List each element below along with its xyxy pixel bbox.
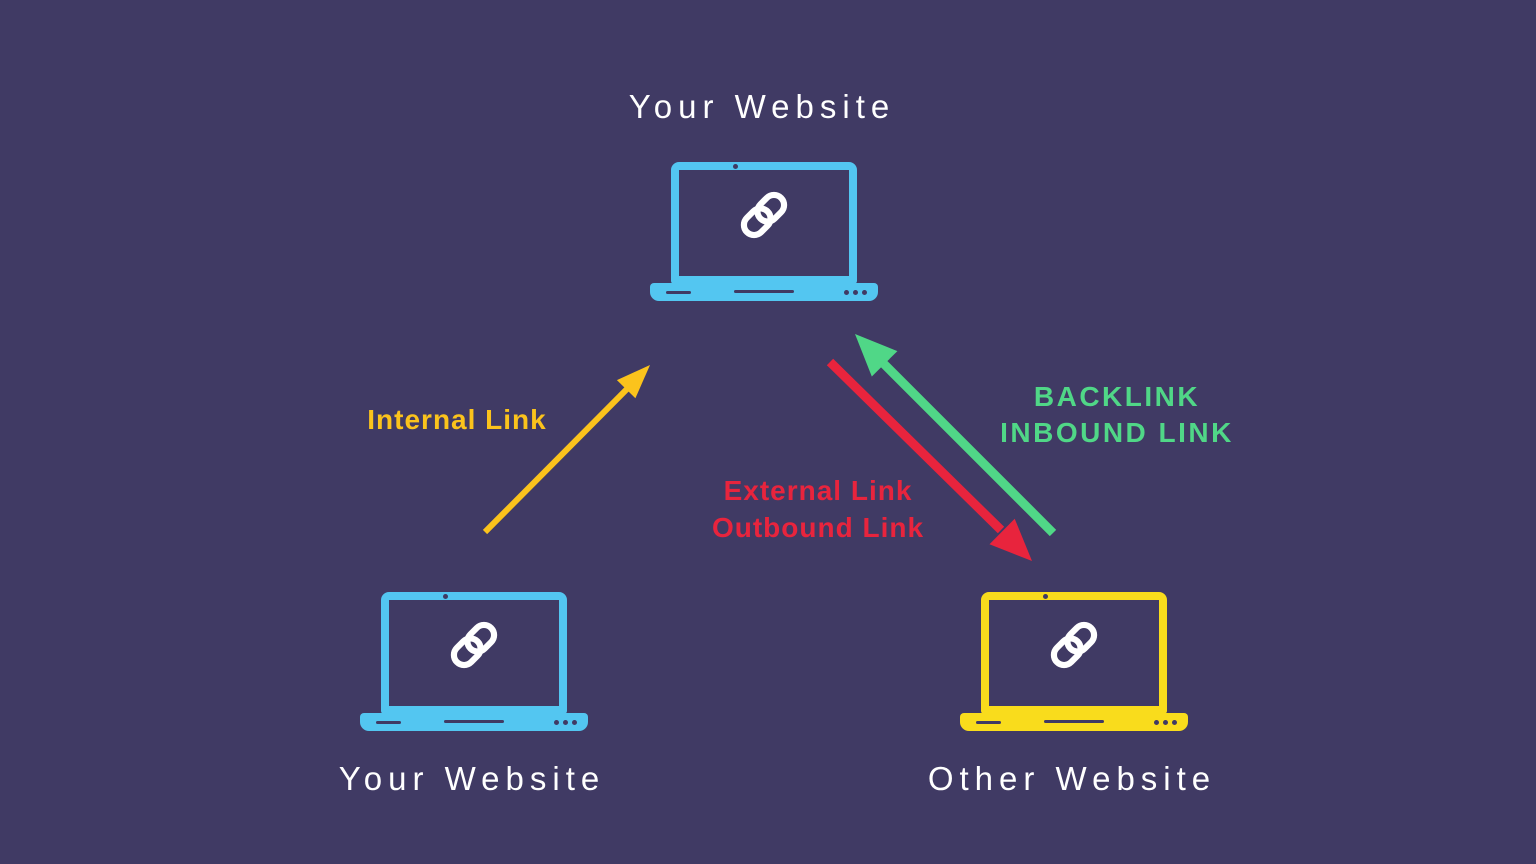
internal-link-label: Internal Link xyxy=(367,404,547,435)
camera-dot xyxy=(733,164,738,169)
base-dash xyxy=(376,721,401,724)
node-title-your-website-bottom: Your Website xyxy=(338,760,606,797)
backlink-label-line1: BACKLINK xyxy=(1033,381,1201,412)
chain-link-icon xyxy=(740,191,788,239)
laptop-base xyxy=(360,713,588,731)
base-dots xyxy=(1154,720,1177,725)
laptop-base xyxy=(650,283,878,301)
base-dash xyxy=(666,291,691,294)
camera-dot xyxy=(443,594,448,599)
chain-link-icon xyxy=(1050,621,1098,669)
external-link-label-line2: Outbound Link xyxy=(711,512,925,543)
backlink-label: BACKLINK INBOUND LINK xyxy=(957,379,1277,451)
node-title-other-website: Other Website xyxy=(927,760,1217,797)
chain-link-icon xyxy=(450,621,498,669)
node-title-your-website-top: Your Website xyxy=(628,88,896,125)
laptop-screen xyxy=(381,592,567,714)
laptop-your-website-bottom xyxy=(360,592,588,733)
base-dots xyxy=(554,720,577,725)
laptop-screen xyxy=(981,592,1167,714)
laptop-your-website-top xyxy=(650,162,878,303)
base-trackpad-line xyxy=(734,290,794,293)
base-trackpad-line xyxy=(444,720,504,723)
laptop-base xyxy=(960,713,1188,731)
backlink-label-line2: INBOUND LINK xyxy=(1000,417,1234,448)
laptop-other-website xyxy=(960,592,1188,733)
laptop-screen xyxy=(671,162,857,284)
camera-dot xyxy=(1043,594,1048,599)
internal-link-arrow xyxy=(482,365,650,535)
external-link-label-line1: External Link xyxy=(723,475,913,506)
external-link-label: External Link Outbound Link xyxy=(658,472,978,546)
base-trackpad-line xyxy=(1044,720,1104,723)
base-dots xyxy=(844,290,867,295)
base-dash xyxy=(976,721,1001,724)
